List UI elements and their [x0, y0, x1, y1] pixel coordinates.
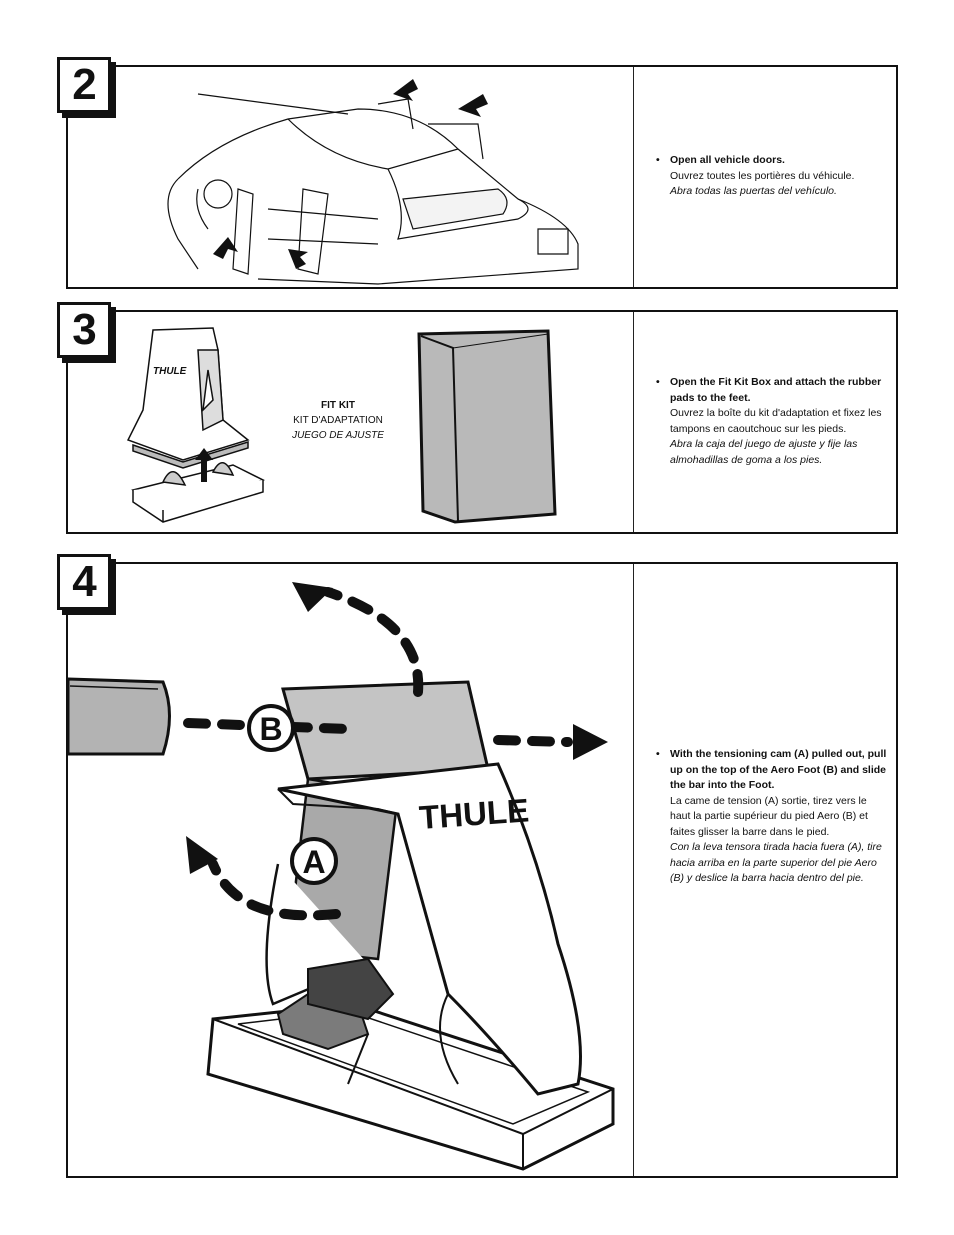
step-3-spanish: Abra la caja del juego de ajuste y fije … — [670, 438, 858, 466]
open-doors-car-illustration — [167, 79, 579, 285]
panel-divider — [633, 67, 634, 287]
step-2-panel: • Open all vehicle doors. Ouvrez toutes … — [66, 65, 898, 289]
step-3-text: • Open the Fit Kit Box and attach the ru… — [656, 375, 885, 468]
step-2-spanish: Abra todas las puertas del vehículo. — [670, 185, 837, 197]
fit-kit-label: FIT KIT KIT D'ADAPTATION JUEGO DE AJUSTE — [278, 398, 398, 443]
step-4-panel: THULE B A • With the tensioning cam (A) … — [66, 562, 898, 1178]
panel-divider — [633, 312, 634, 532]
thule-logo-small: THULE — [153, 366, 187, 377]
step-number-4: 4 — [57, 554, 111, 610]
panel-divider — [633, 564, 634, 1176]
fit-kit-spanish: JUEGO DE AJUSTE — [292, 430, 384, 441]
step-4-text: • With the tensioning cam (A) pulled out… — [656, 747, 888, 887]
step-4-spanish: Con la leva tensora tirada hacia fuera (… — [670, 841, 882, 884]
callout-a-label: A — [302, 844, 325, 880]
step-4-french: La came de tension (A) sortie, tirez ver… — [670, 794, 868, 838]
thule-logo: THULE — [418, 791, 530, 836]
foot-with-rubber-pads-illustration: THULE — [126, 327, 266, 523]
fit-kit-box-illustration — [417, 329, 557, 524]
step-3-english: Open the Fit Kit Box and attach the rubb… — [670, 376, 882, 404]
step-4-english: With the tensioning cam (A) pulled out, … — [670, 748, 887, 791]
step-3-french: Ouvrez la boîte du kit d'adaptation et f… — [670, 407, 882, 435]
fit-kit-french: KIT D'ADAPTATION — [293, 415, 383, 426]
step-2-english: Open all vehicle doors. — [670, 154, 785, 166]
step-2-text: • Open all vehicle doors. Ouvrez toutes … — [656, 153, 885, 200]
step-number-2: 2 — [57, 57, 111, 113]
callout-b-label: B — [259, 711, 282, 747]
fit-kit-english: FIT KIT — [321, 400, 355, 411]
step-number-3: 3 — [57, 302, 111, 358]
step-3-panel: THULE FIT KIT KIT D'ADAPTATION JUEGO DE … — [66, 310, 898, 534]
step-2-french: Ouvrez toutes les portières du véhicule. — [670, 169, 855, 182]
aero-foot-illustration: THULE B A — [68, 582, 615, 1171]
